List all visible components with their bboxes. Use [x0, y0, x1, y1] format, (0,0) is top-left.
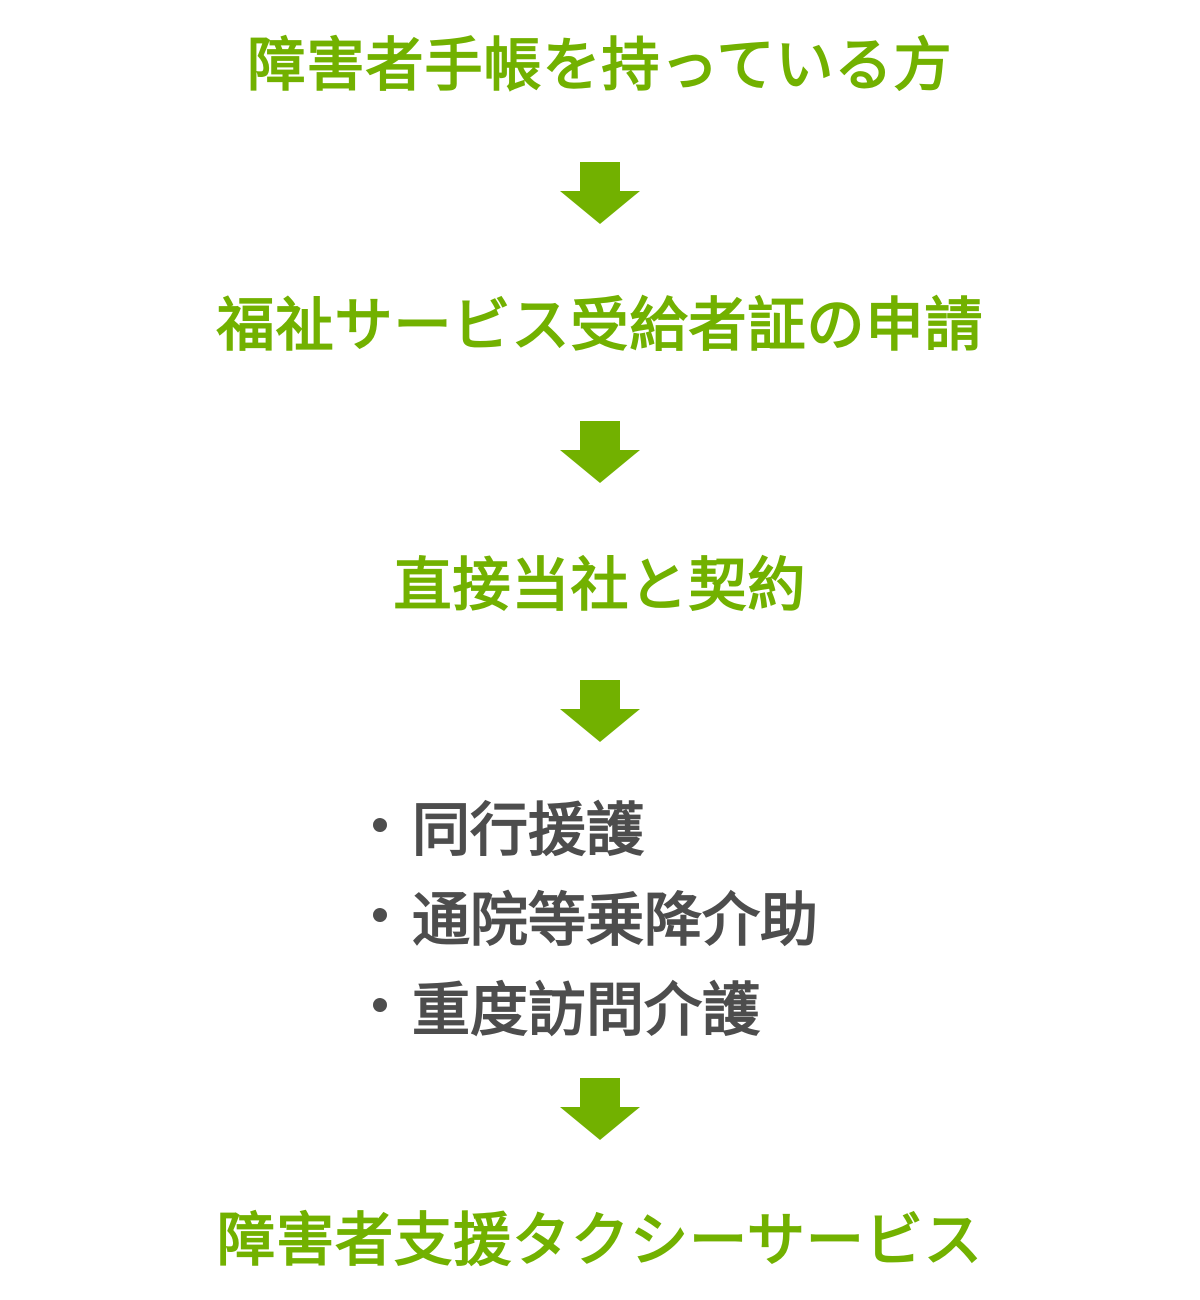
- list-item: 同行援護: [368, 780, 818, 870]
- bullet-icon: [373, 908, 387, 922]
- service-label: 重度訪問介護: [412, 976, 761, 1044]
- step-direct-contract: 直接当社と契約: [393, 551, 807, 619]
- service-label: 通院等乗降介助: [412, 886, 819, 954]
- bullet-icon: [373, 998, 387, 1012]
- list-item: 通院等乗降介助: [368, 870, 818, 960]
- arrow-down-icon: [560, 680, 640, 742]
- bullet-icon: [373, 818, 387, 832]
- arrow-down-icon: [560, 162, 640, 224]
- list-item: 重度訪問介護: [368, 960, 818, 1050]
- service-list: 同行援護 通院等乗降介助 重度訪問介護: [368, 780, 818, 1050]
- step-welfare-service-application: 福祉サービス受給者証の申請: [216, 291, 984, 359]
- step-taxi-service: 障害者支援タクシーサービス: [217, 1206, 983, 1274]
- service-label: 同行援護: [412, 796, 645, 864]
- arrow-down-icon: [560, 1078, 640, 1140]
- step-hand-disability-certificate: 障害者手帳を持っている方: [247, 31, 953, 99]
- arrow-down-icon: [560, 421, 640, 483]
